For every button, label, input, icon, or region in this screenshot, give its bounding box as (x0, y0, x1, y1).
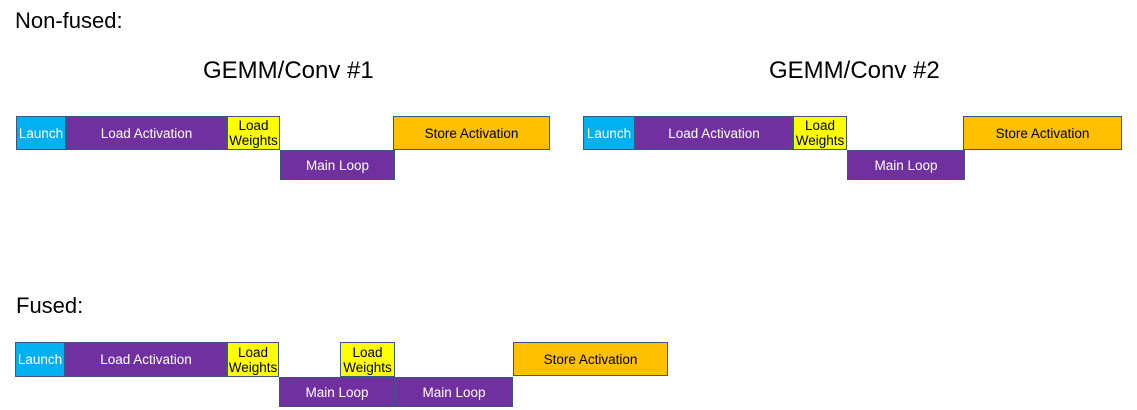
nonfused-section-label: Non-fused: (15, 8, 123, 33)
fused-load-activation-block: Load Activation (65, 342, 227, 377)
fused-launch-block: Launch (15, 342, 65, 377)
nonfused-g1-load-weights-block: Load Weights (227, 116, 280, 150)
nonfused-g1-load-activation-block: Load Activation (66, 116, 227, 150)
fused-load-weights-1-block: Load Weights (227, 342, 279, 377)
nonfused-g2-main-loop-block: Main Loop (847, 150, 965, 180)
fused-section-label: Fused: (16, 293, 84, 318)
nonfused-g2-store-activation-block: Store Activation (963, 116, 1122, 150)
nonfused-g2-load-weights-block: Load Weights (793, 116, 847, 150)
nonfused-g1-launch-block: Launch (16, 116, 66, 150)
fused-main-loop-2-block: Main Loop (395, 377, 513, 407)
nonfused-g1-store-activation-block: Store Activation (393, 116, 550, 150)
gemm-conv-1-title: GEMM/Conv #1 (203, 57, 374, 84)
nonfused-g2-load-activation-block: Load Activation (635, 116, 793, 150)
nonfused-g2-launch-block: Launch (583, 116, 635, 150)
fused-main-loop-1-block: Main Loop (279, 377, 395, 407)
nonfused-g1-main-loop-block: Main Loop (280, 150, 395, 180)
fused-load-weights-2-block: Load Weights (340, 342, 395, 377)
fused-store-activation-block: Store Activation (513, 342, 668, 376)
gemm-conv-2-title: GEMM/Conv #2 (769, 57, 940, 84)
